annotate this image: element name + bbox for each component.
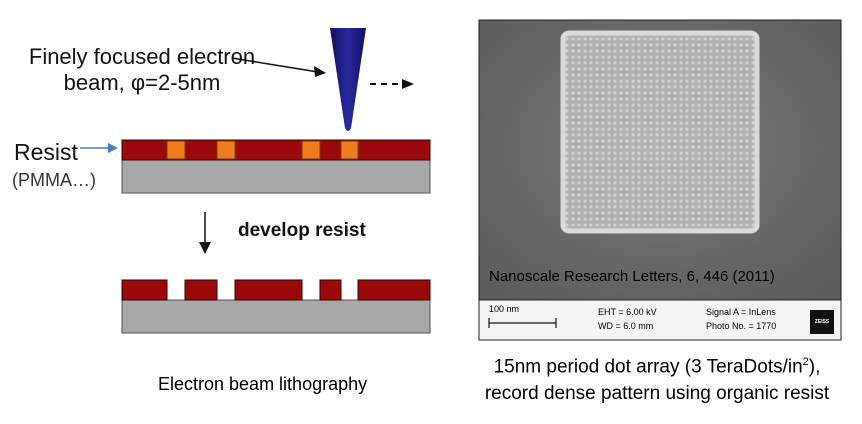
sem-dot-array	[560, 30, 760, 234]
caption-right-sup: 2	[802, 356, 809, 368]
sem-info-bar	[478, 299, 842, 341]
caption-right-line1-pre: 15nm period dot array (3 TeraDots/in	[493, 356, 803, 378]
caption-left: Electron beam lithography	[158, 374, 368, 394]
resist-segment	[121, 279, 168, 301]
electron-beam	[330, 28, 366, 131]
sem-wd: WD = 6.0 mm	[598, 321, 654, 331]
exposed-region	[301, 140, 321, 160]
pmma-label: (PMMA…)	[12, 170, 96, 190]
exposed-region	[216, 140, 236, 160]
resist-segment	[357, 279, 431, 301]
resist-pointer-arrowhead	[108, 143, 118, 153]
sem-signal: Signal A = InLens	[706, 307, 776, 317]
resist-segment	[184, 279, 218, 301]
caption-right: 15nm period dot array (3 TeraDots/in2), …	[462, 349, 852, 407]
resist-label: Resist	[14, 139, 78, 165]
caption-right-line2: record dense pattern using organic resis…	[484, 383, 830, 405]
substrate-top	[121, 159, 431, 194]
resist-segment	[319, 279, 342, 301]
caption-right-line1-post: ),	[808, 356, 821, 378]
sem-photo-no: Photo No. = 1770	[706, 321, 777, 331]
develop-arrow-head	[199, 242, 211, 254]
sem-eht: EHT = 6.00 kV	[598, 307, 657, 317]
beam-label-line1: Finely focused electron	[28, 44, 256, 69]
beam-label-line2: beam, φ=2-5nm	[63, 70, 221, 95]
exposed-region	[166, 140, 186, 160]
beam-label: Finely focused electron beam, φ=2-5nm	[22, 44, 262, 96]
exposed-region	[340, 140, 359, 160]
caption-right-line1: 15nm period dot array (3 TeraDots/in2),	[462, 349, 852, 380]
substrate-bottom	[121, 299, 431, 334]
zeiss-logo: ZEISS	[810, 310, 834, 334]
develop-label: develop resist	[238, 220, 366, 241]
scan-direction-arrowhead	[402, 79, 414, 89]
beam-pointer-line	[231, 57, 319, 73]
resist-segment	[234, 279, 303, 301]
sem-citation: Nanoscale Research Letters, 6, 446 (2011…	[489, 268, 775, 285]
sem-scale-label: 100 nm	[489, 304, 520, 314]
beam-pointer-arrowhead	[314, 66, 326, 77]
